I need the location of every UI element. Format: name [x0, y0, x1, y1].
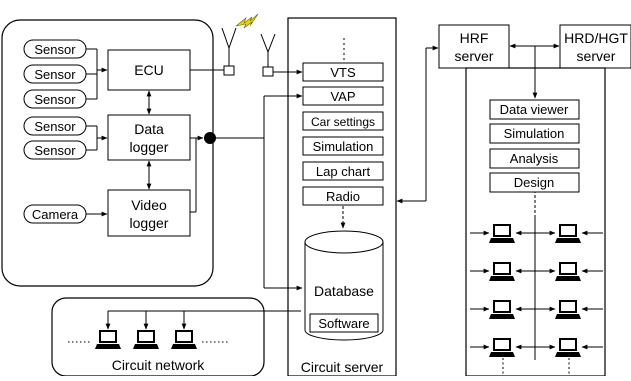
network-bus — [105, 310, 301, 330]
hq-tool-label: Design — [514, 175, 554, 190]
hq-tool-data-viewer: Data viewer — [489, 99, 580, 120]
hrf-server-label-line2: server — [455, 48, 494, 64]
server-item-label: Simulation — [313, 139, 374, 154]
sensor-pill: Sensor — [23, 64, 87, 84]
laptop-icon — [555, 300, 581, 319]
sensor-label: Sensor — [34, 143, 76, 158]
server-item-label: Car settings — [311, 115, 375, 129]
data-logger-label-line1: Data — [134, 121, 164, 137]
hq-tool-label: Data viewer — [500, 102, 569, 117]
sensor-ecu-connector — [86, 48, 108, 100]
logger-to-server-lines — [263, 93, 303, 291]
sensor-label: Sensor — [34, 119, 76, 134]
video-logger-box: Video logger — [107, 189, 191, 237]
data-logger-box: Data logger — [107, 114, 191, 161]
hq-tool-simulation: Simulation — [489, 123, 580, 144]
database-label: Database — [314, 283, 374, 299]
data-logger-label-line2: logger — [130, 139, 169, 155]
hrd-server-label-line1: HRD/HGT — [564, 30, 628, 46]
hq-more-dots — [502, 358, 570, 376]
laptop-icon — [555, 338, 581, 357]
laptop-icon — [555, 262, 581, 281]
hrf-server-box: HRF server — [438, 24, 510, 69]
laptop-icon — [489, 262, 515, 281]
sensor-pill: Sensor — [23, 89, 87, 109]
logger-output-bus — [190, 69, 224, 213]
server-item-vts: VTS — [302, 62, 384, 82]
server-item-radio: Radio — [302, 186, 384, 206]
antenna-icon — [221, 27, 237, 76]
lightning-icon — [235, 13, 259, 29]
hrd-server-label-line2: server — [577, 48, 616, 64]
sensor-pill: Sensor — [23, 140, 87, 160]
hrd-server-box: HRD/HGT server — [559, 24, 631, 69]
server-item-car-settings: Car settings — [302, 111, 384, 131]
camera-pill: Camera — [23, 204, 87, 224]
software-box: Software — [309, 313, 379, 333]
sensor-label: Sensor — [34, 42, 76, 57]
sensor-pill: Sensor — [23, 116, 87, 136]
sensor-pill: Sensor — [23, 39, 87, 59]
laptop-icon — [555, 224, 581, 243]
laptop-icon — [171, 330, 197, 349]
laptop-icon — [133, 330, 159, 349]
server-item-label: VTS — [330, 65, 356, 80]
circuit-server-title: Circuit server — [301, 359, 384, 375]
sensor-label: Sensor — [34, 67, 76, 82]
video-logger-label-line2: logger — [130, 215, 169, 231]
camera-label: Camera — [32, 207, 79, 222]
laptop-icon — [489, 338, 515, 357]
server-item-vap: VAP — [302, 86, 384, 106]
hrf-server-label-line1: HRF — [460, 30, 489, 46]
circuit-network-title: Circuit network — [112, 357, 206, 373]
server-item-lap-chart: Lap chart — [302, 161, 384, 181]
hq-tool-analysis: Analysis — [489, 148, 580, 169]
sensor-logger-connector — [86, 125, 108, 151]
sensor-label: Sensor — [34, 92, 76, 107]
laptop-icon — [95, 330, 121, 349]
connector-icon — [204, 132, 216, 144]
ecu-box: ECU — [107, 49, 191, 91]
hq-tool-label: Simulation — [504, 126, 565, 141]
software-label: Software — [318, 316, 369, 331]
hq-tool-design: Design — [489, 172, 580, 193]
hq-tool-label: Analysis — [510, 151, 559, 166]
ecu-label: ECU — [134, 62, 164, 78]
car-system-boundary — [1, 19, 214, 287]
antenna-icon — [260, 33, 276, 77]
server-item-label: VAP — [330, 89, 355, 104]
video-logger-label-line1: Video — [131, 197, 167, 213]
laptop-icon — [489, 224, 515, 243]
server-hrf-link — [396, 45, 439, 204]
server-item-label: Lap chart — [316, 164, 371, 179]
hq-laptop-arrows — [470, 230, 603, 350]
laptop-icon — [489, 300, 515, 319]
server-item-simulation: Simulation — [302, 136, 384, 156]
server-item-label: Radio — [326, 189, 360, 204]
